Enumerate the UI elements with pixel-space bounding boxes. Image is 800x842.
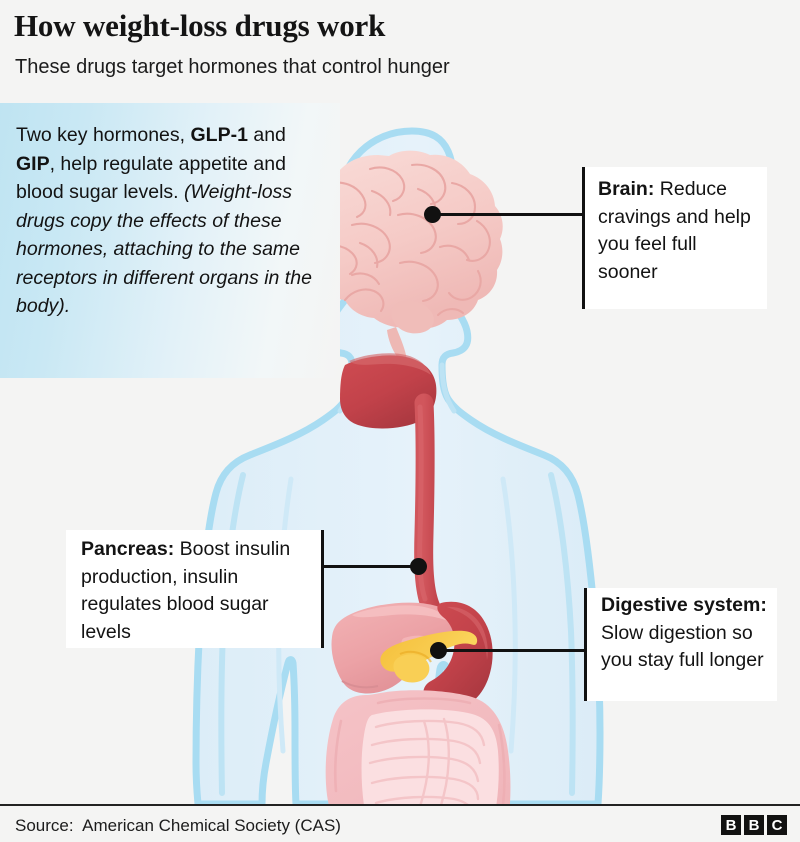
- organ-pancreas: [380, 630, 478, 683]
- liver-highlight: [352, 605, 448, 621]
- liver-edge: [341, 680, 379, 689]
- brain-shape: [306, 150, 503, 329]
- callout-digestive: Digestive system: Slow digestion so you …: [584, 588, 777, 701]
- intro-segment-1: Two key hormones,: [16, 124, 191, 146]
- callout-pancreas: Pancreas: Boost insulin production, insu…: [66, 530, 324, 648]
- anchor-dot-digestive: [430, 642, 447, 659]
- stomach-shape: [423, 601, 493, 712]
- leader-line-digestive: [438, 649, 586, 652]
- pancreas-duct: [399, 650, 432, 663]
- arm-seam-right: [548, 472, 576, 796]
- hormone-glp1: GLP-1: [190, 124, 248, 146]
- intro-segment-2: and: [247, 124, 286, 146]
- bbc-logo-letter-1: B: [721, 815, 741, 835]
- intestine-loops: [368, 717, 486, 804]
- tongue-highlight: [349, 353, 431, 375]
- callout-brain-body: Reduce cravings and help you feel full s…: [598, 178, 751, 283]
- brain-stem: [387, 327, 407, 361]
- intro-parenthetical: (Weight-loss drugs copy the effects of t…: [16, 181, 312, 317]
- callout-digestive-text: Digestive system: Slow digestion so you …: [601, 592, 767, 675]
- anchor-dot-pancreas: [410, 558, 427, 575]
- intro-panel: [0, 103, 340, 378]
- hormone-gip: GIP: [16, 152, 50, 175]
- leader-line-brain: [430, 213, 584, 216]
- callout-pancreas-body: Boost insulin production, insulin regula…: [81, 538, 291, 643]
- callout-pancreas-text: Pancreas: Boost insulin production, insu…: [81, 536, 309, 646]
- callout-brain-text: Brain: Reduce cravings and help you feel…: [598, 176, 757, 286]
- intro-segment-3: , help regulate appetite and blood sugar…: [16, 152, 286, 204]
- page-title: How weight-loss drugs work: [14, 8, 386, 43]
- pancreas-head: [393, 654, 430, 683]
- source-label: Source:: [15, 816, 74, 835]
- intro-text: Two key hormones, GLP-1 and GIP, help re…: [16, 121, 316, 321]
- callout-brain: Brain: Reduce cravings and help you feel…: [582, 167, 767, 309]
- callout-digestive-body: Slow digestion so you stay full longer: [601, 621, 764, 672]
- trunk-seam-right: [500, 476, 518, 754]
- tongue: [340, 355, 437, 429]
- header: How weight-loss drugs work These drugs t…: [0, 0, 800, 103]
- anchor-dot-brain: [424, 206, 441, 223]
- leader-line-pancreas: [321, 565, 418, 568]
- callout-brain-label: Brain:: [598, 178, 655, 200]
- callout-digestive-label: Digestive system:: [601, 594, 767, 616]
- bbc-logo: B B C: [721, 815, 787, 835]
- source-name: American Chemical Society (CAS): [82, 816, 341, 835]
- organ-brain: [306, 150, 503, 361]
- colon-haustra: [333, 697, 506, 804]
- source-attribution: Source: American Chemical Society (CAS): [15, 816, 341, 836]
- organ-intestines: [325, 690, 511, 804]
- bbc-logo-letter-3: C: [767, 815, 787, 835]
- cerebellum: [391, 300, 434, 334]
- bbc-logo-letter-2: B: [744, 815, 764, 835]
- callout-pancreas-label: Pancreas:: [81, 538, 175, 560]
- brain-folds: [317, 163, 491, 317]
- neck-contour-right: [439, 362, 457, 414]
- page-subtitle: These drugs target hormones that control…: [15, 56, 450, 78]
- esophagus-highlight: [417, 404, 428, 602]
- footer: Source: American Chemical Society (CAS) …: [0, 804, 800, 842]
